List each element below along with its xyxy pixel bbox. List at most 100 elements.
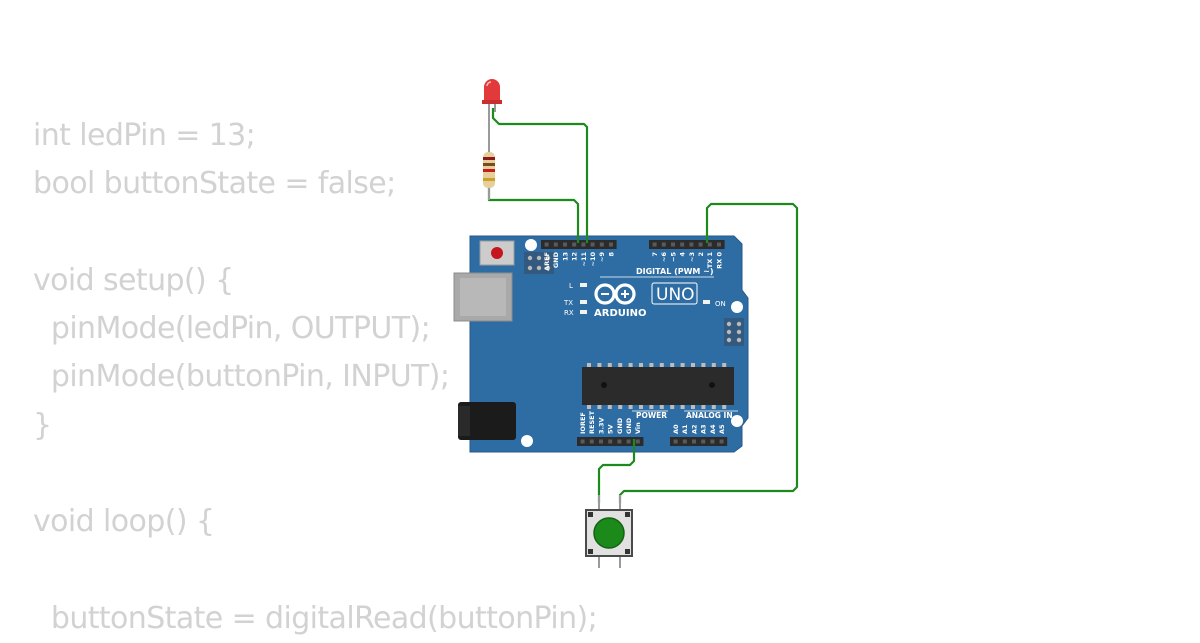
usb-port-inner xyxy=(460,278,506,316)
mounting-hole xyxy=(521,435,533,447)
mounting-hole xyxy=(731,415,743,427)
header-pin-socket[interactable] xyxy=(701,439,706,444)
pin-label: ~11 xyxy=(580,252,588,267)
code-line: void loop() { xyxy=(33,504,215,540)
pin-label: A4 xyxy=(709,424,717,434)
header-pin-socket[interactable] xyxy=(671,242,675,247)
pin-label: A5 xyxy=(718,424,726,434)
icsp-header-top xyxy=(524,252,554,274)
header-pin-socket[interactable] xyxy=(599,242,604,247)
pushbutton-corner xyxy=(588,512,593,517)
led-rx-label: RX xyxy=(564,309,574,317)
header-pin-socket[interactable] xyxy=(608,439,613,444)
pin-label: A3 xyxy=(700,424,708,434)
chip-pin xyxy=(701,405,706,409)
pin-label: A2 xyxy=(690,424,698,434)
atmega-chip-pins xyxy=(587,363,727,409)
pushbutton-cap[interactable] xyxy=(593,517,625,549)
code-line: pinMode(buttonPin, INPUT); xyxy=(33,359,450,395)
arduino-brand: ARDUINO xyxy=(594,308,646,319)
red-led[interactable] xyxy=(482,79,502,150)
chip-pin xyxy=(680,363,685,367)
header-pin-socket[interactable] xyxy=(617,439,622,444)
header-pin-socket[interactable] xyxy=(717,242,721,247)
digital-header-label: DIGITAL (PWM ~) xyxy=(636,267,714,276)
header-pin-socket[interactable] xyxy=(680,242,685,247)
pin-label: 5V xyxy=(607,424,615,434)
led-l xyxy=(580,283,587,287)
chip-pin xyxy=(649,363,654,367)
header-body xyxy=(670,437,728,446)
header-pin-socket[interactable] xyxy=(710,439,715,444)
header-pin-socket[interactable] xyxy=(707,242,712,247)
chip-pin xyxy=(607,405,612,409)
pin-label: 2 xyxy=(697,252,705,257)
code-line: pinMode(ledPin, OUTPUT); xyxy=(33,311,431,347)
header-pin-socket[interactable] xyxy=(580,439,585,444)
chip-pin xyxy=(722,405,727,409)
pushbutton-corner xyxy=(588,549,593,554)
pin-label: ~6 xyxy=(660,252,668,262)
header-pin-socket[interactable] xyxy=(544,242,549,247)
chip-pin xyxy=(691,405,695,409)
led-on xyxy=(703,300,710,304)
header-pin-socket[interactable] xyxy=(599,439,603,444)
chip-pin xyxy=(649,405,654,409)
header-pin-socket[interactable] xyxy=(635,439,640,444)
header-pin-socket[interactable] xyxy=(589,439,594,444)
header-pin-socket[interactable] xyxy=(689,242,694,247)
wire-resistor-to-gnd[interactable] xyxy=(487,188,580,243)
chip-pin xyxy=(628,363,633,367)
code-line: int ledPin = 13; xyxy=(33,118,256,153)
reset-button[interactable] xyxy=(491,247,503,259)
pin-label: 7 xyxy=(651,252,659,257)
chip-pin xyxy=(587,363,591,367)
header-pin-socket[interactable] xyxy=(673,439,678,444)
header-pin-socket[interactable] xyxy=(661,242,666,247)
header-pin-socket[interactable] xyxy=(590,242,595,247)
wire-pin2-to-button[interactable] xyxy=(618,202,799,503)
header-pin-socket[interactable] xyxy=(652,242,657,247)
chip-pin xyxy=(659,405,664,409)
code-line: bool buttonState = false; xyxy=(33,166,396,202)
pin-label: 3.3V xyxy=(597,417,605,434)
header-pin-socket[interactable] xyxy=(698,242,703,247)
analog-header-label: ANALOG IN xyxy=(686,411,733,420)
resistor[interactable] xyxy=(483,150,495,200)
header-pin-socket[interactable] xyxy=(563,242,567,247)
led-rx xyxy=(580,310,587,314)
header-pin-socket[interactable] xyxy=(692,439,696,444)
pin-label: AREF xyxy=(543,252,551,271)
chip-pin xyxy=(670,405,675,409)
chip-pin xyxy=(722,363,727,367)
power-jack-front xyxy=(458,406,470,436)
uno-label: UNO xyxy=(656,285,695,305)
chip-pin xyxy=(628,405,633,409)
wire-gnd-to-button[interactable] xyxy=(597,439,636,503)
header-pin-socket[interactable] xyxy=(609,242,613,247)
chip-pin xyxy=(691,363,695,367)
header-pin-socket[interactable] xyxy=(626,439,631,444)
header-pin-socket[interactable] xyxy=(682,439,687,444)
code-line: } xyxy=(33,407,52,443)
header-pin-socket[interactable] xyxy=(581,242,586,247)
chip-pin xyxy=(639,405,643,409)
chip-pin xyxy=(618,363,623,367)
uno-badge xyxy=(651,282,698,305)
header-pin-socket[interactable] xyxy=(572,242,577,247)
header-pin-socket[interactable] xyxy=(719,439,724,444)
wire-led-to-pin13[interactable] xyxy=(491,108,589,243)
chip-pin xyxy=(607,363,612,367)
pushbutton[interactable] xyxy=(585,495,633,568)
chip-pin xyxy=(701,363,706,367)
chip-pin xyxy=(659,363,664,367)
led-l-label: L xyxy=(569,282,573,290)
pin-label: 13 xyxy=(561,252,569,261)
header-pin-socket[interactable] xyxy=(553,242,558,247)
